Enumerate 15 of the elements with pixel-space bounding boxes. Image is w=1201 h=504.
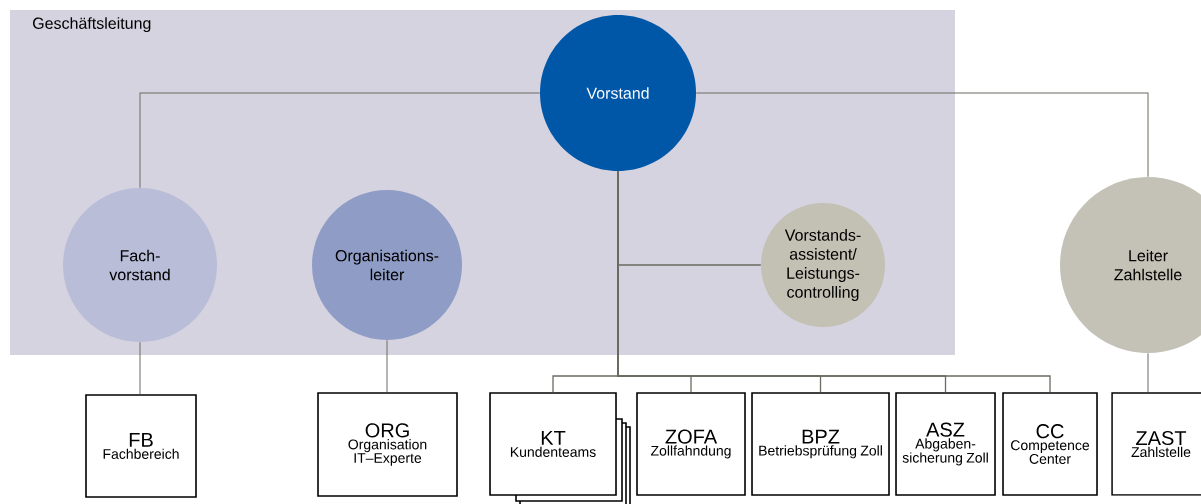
connector-line	[139, 341, 141, 395]
connector-line	[386, 339, 388, 393]
unit-box: CC Competence Center	[1002, 392, 1098, 496]
unit-box: KT Kundenteams	[489, 392, 617, 496]
unit-box: ORG Organisation IT–Experte	[317, 392, 458, 497]
connector-line	[695, 92, 1149, 178]
connector-line	[1147, 352, 1149, 393]
unit-box: FB Fachbereich	[85, 394, 197, 498]
group-label: Geschäftsleitung	[33, 17, 151, 33]
unit-box: ASZ Abgaben- sicherung Zoll	[895, 392, 996, 496]
unit-box: ZAST Zahlstelle	[1111, 392, 1201, 496]
unit-box: ZOFA Zollfahndung	[636, 392, 746, 496]
connector-line	[617, 170, 1051, 393]
unit-box: BPZ Betriebsprüfung Zoll	[751, 392, 890, 496]
connector-line	[139, 92, 541, 189]
